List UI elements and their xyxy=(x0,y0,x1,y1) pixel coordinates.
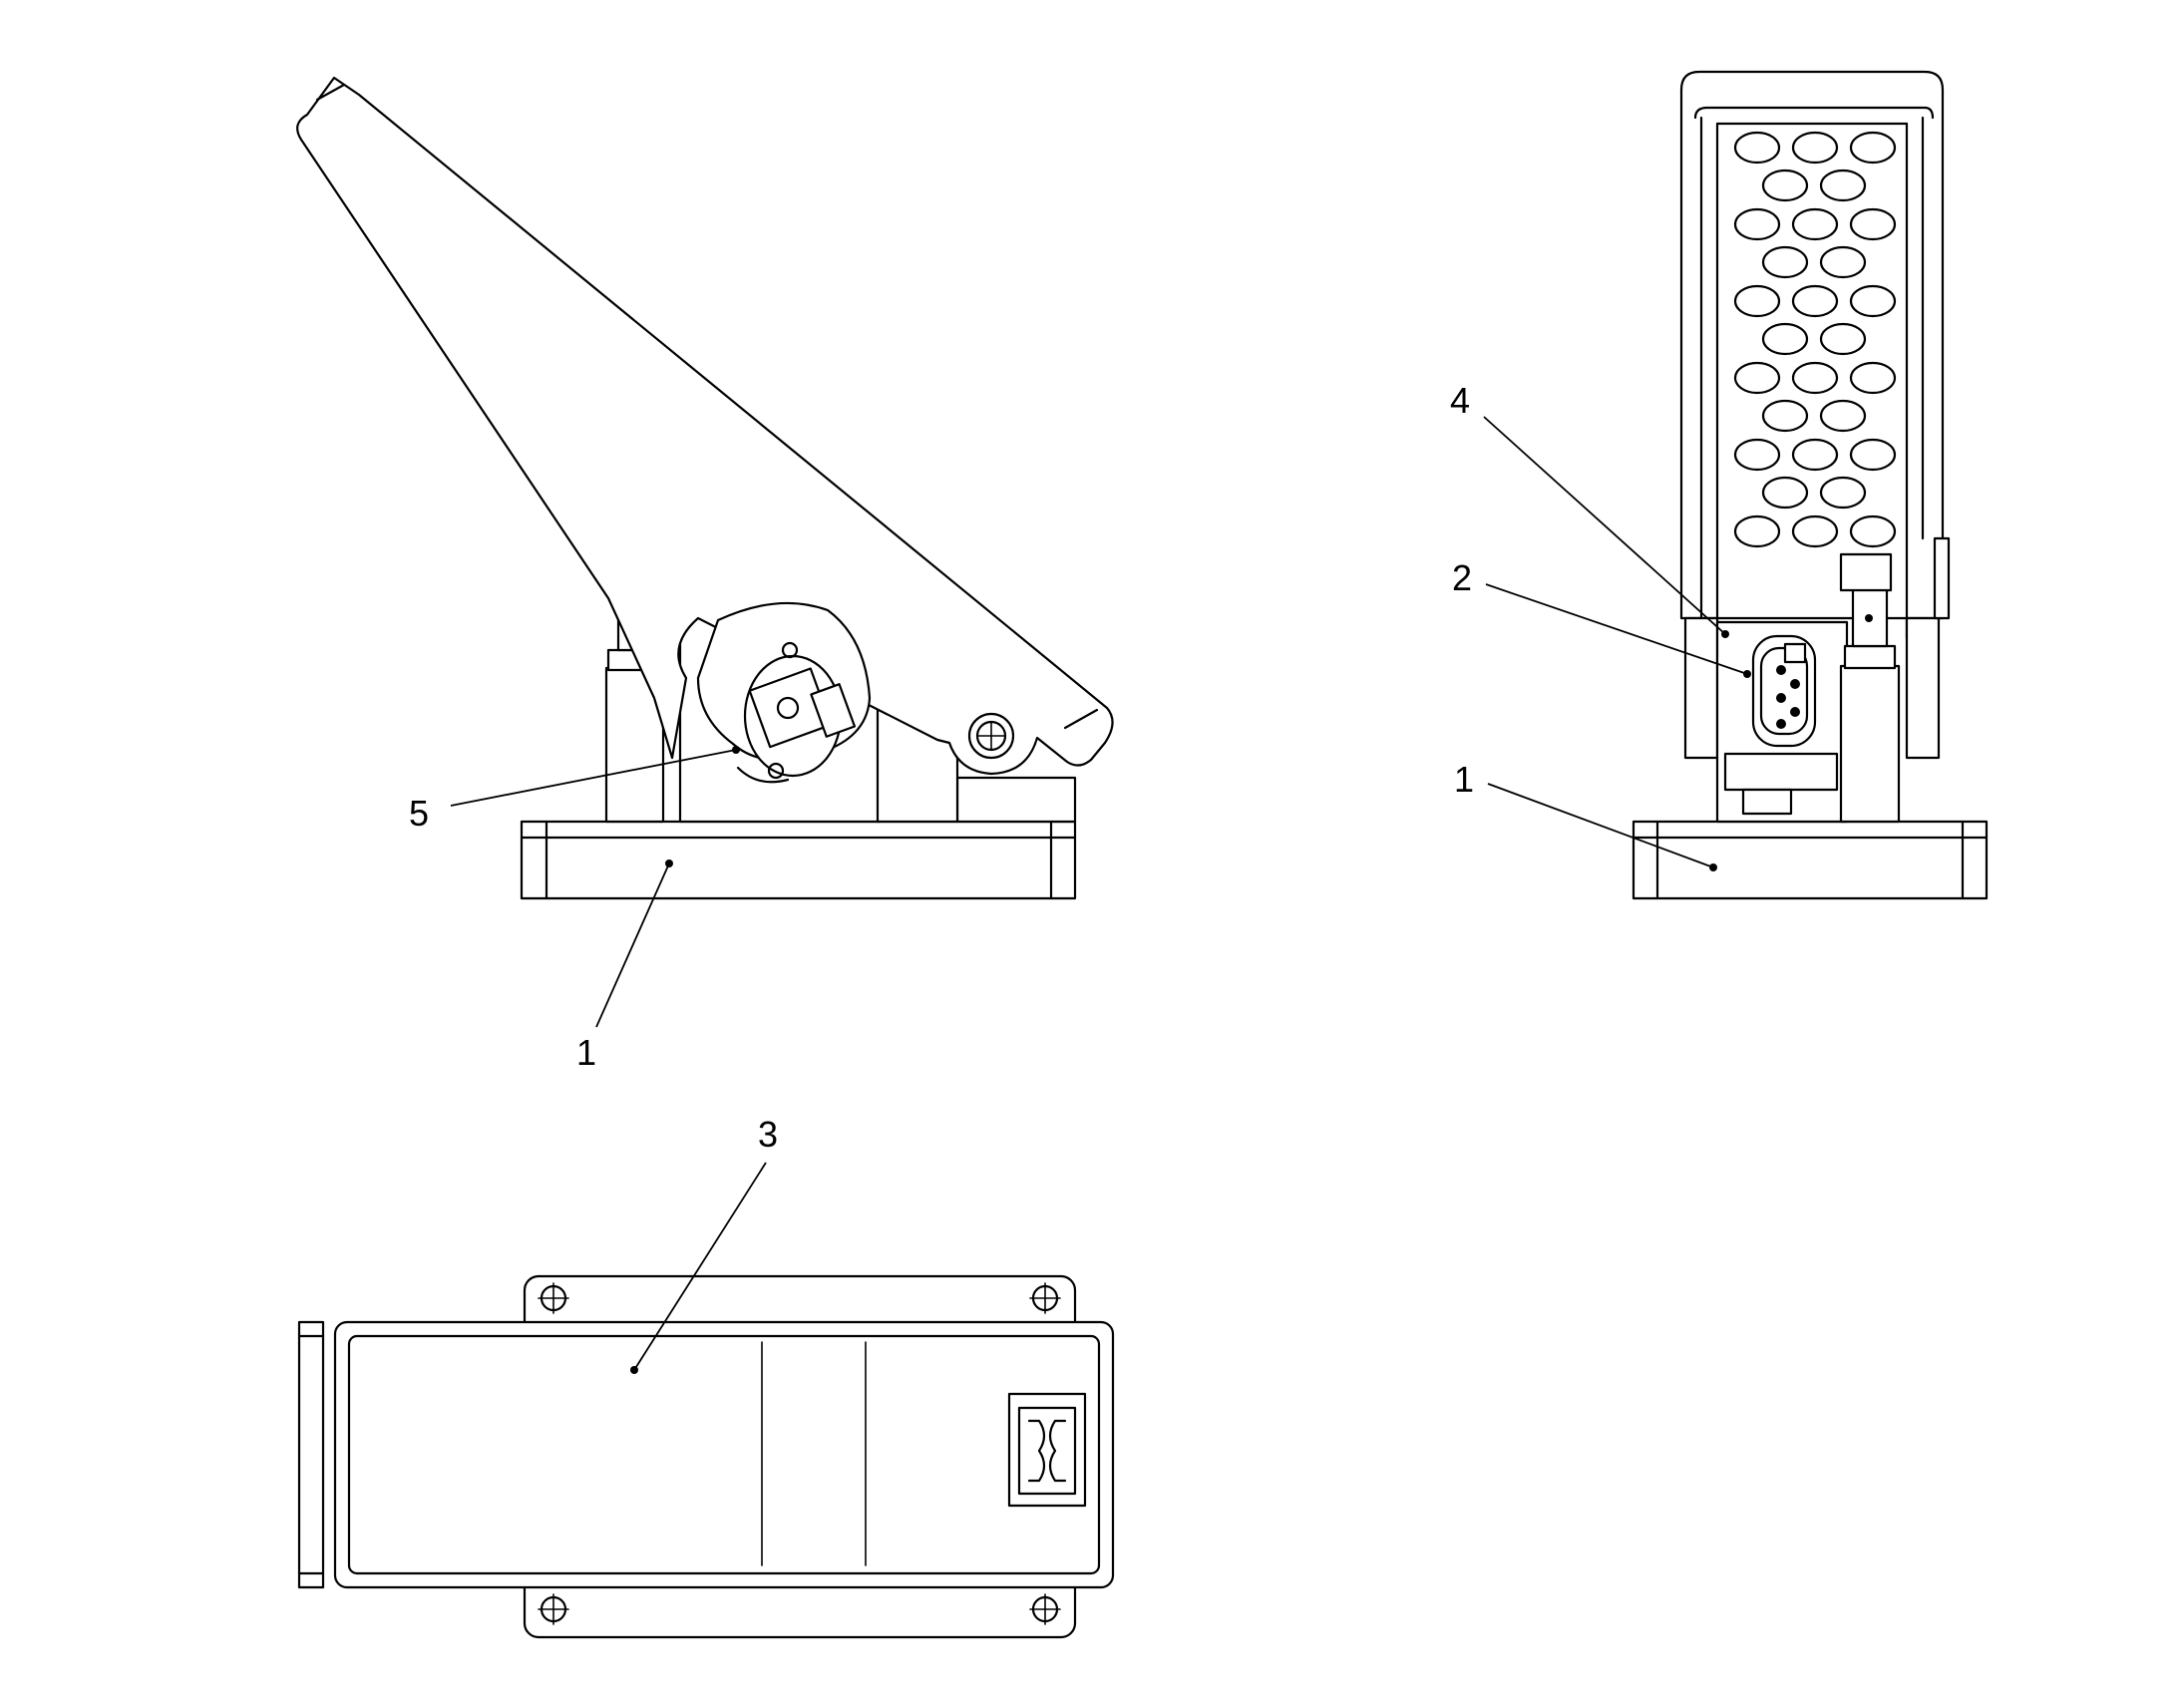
side-view-sensor xyxy=(736,641,857,784)
callout-2-front: 2 xyxy=(1452,557,1751,678)
front-view-base-plate xyxy=(1632,820,1989,900)
tread-slot-inner xyxy=(668,1460,712,1567)
tread-slot-inner xyxy=(405,1460,449,1567)
tread-slot-inner xyxy=(646,1340,690,1446)
tread-slot-inner xyxy=(383,1340,427,1446)
tread-slot-inner xyxy=(580,1460,624,1567)
callout-1-front: 1 xyxy=(1454,759,1717,871)
tread-slot-inner xyxy=(890,1460,933,1567)
tread-slot-inner xyxy=(449,1340,493,1446)
tread-slot-inner xyxy=(690,1460,734,1567)
tread-slot-inner xyxy=(357,1507,383,1567)
tread-slot-inner xyxy=(493,1460,537,1567)
tread-slot-inner xyxy=(999,1460,1009,1480)
tread-slot-inner xyxy=(361,1460,405,1567)
front-view-tread-pattern xyxy=(1733,131,1897,548)
tread-slot-inner xyxy=(558,1460,602,1567)
callout-4-front: 4 xyxy=(1450,380,1729,638)
callout-3-top: 3 xyxy=(630,1114,778,1374)
tread-slot-inner xyxy=(493,1340,537,1446)
tread-slot-inner xyxy=(933,1340,977,1446)
tread-slot-inner xyxy=(624,1460,668,1567)
tread-slot-inner xyxy=(1065,1340,1095,1411)
callout-5-side: 5 xyxy=(409,746,740,834)
tread-slot-inner xyxy=(471,1340,515,1446)
tread-slot-inner xyxy=(868,1340,911,1446)
tread-slot-inner xyxy=(1087,1340,1095,1354)
side-view-pedal-arm xyxy=(296,76,1114,776)
tread-slot-inner xyxy=(427,1340,471,1446)
side-view-base-plate xyxy=(520,820,1077,900)
tread-slot-inner xyxy=(734,1460,764,1532)
tread-slot-inner xyxy=(977,1460,1009,1537)
tread-slot-inner xyxy=(955,1460,999,1567)
tread-slot-inner xyxy=(357,1386,383,1446)
tread-slot-inner xyxy=(646,1460,690,1567)
tread-slot-inner xyxy=(690,1340,734,1446)
callout-label-2: 2 xyxy=(1452,557,1472,598)
callout-label-1-front: 1 xyxy=(1454,759,1474,800)
tread-slot-inner xyxy=(712,1460,756,1567)
top-view-pedal-body xyxy=(297,1320,1115,1589)
front-view-connector xyxy=(1751,634,1817,748)
tread-slot-inner xyxy=(515,1460,558,1567)
tread-slot-inner xyxy=(405,1340,449,1446)
callout-label-1-side: 1 xyxy=(576,1032,596,1073)
callout-label-4: 4 xyxy=(1450,380,1470,421)
tread-slot-inner xyxy=(712,1340,756,1446)
tread-slot-inner xyxy=(868,1460,911,1567)
tread-slot-inner xyxy=(449,1460,493,1567)
top-view-connector-port xyxy=(1007,1392,1087,1508)
front-view: 4 2 1 xyxy=(1450,70,1989,900)
tread-slot-inner xyxy=(558,1340,602,1446)
tread-slot-inner xyxy=(890,1340,933,1446)
side-view: 5 1 xyxy=(296,76,1114,1073)
tread-slot-inner xyxy=(911,1460,955,1567)
callout-label-3: 3 xyxy=(758,1114,778,1155)
tread-slot-inner xyxy=(955,1340,999,1446)
tread-slot-inner xyxy=(911,1340,955,1446)
front-view-pedal-body xyxy=(1679,70,1951,760)
front-view-stop-bolt xyxy=(1839,552,1901,824)
tread-slot-inner xyxy=(668,1340,712,1446)
tread-slot-inner xyxy=(580,1340,624,1446)
tread-slot-inner xyxy=(864,1386,890,1446)
tread-slot-inner xyxy=(383,1460,427,1567)
tread-slot-inner xyxy=(537,1460,580,1567)
tread-slot-inner xyxy=(537,1340,580,1446)
tread-slot-inner xyxy=(471,1460,515,1567)
tread-slot-inner xyxy=(933,1460,977,1567)
callout-label-5: 5 xyxy=(409,793,429,834)
tread-slot-inner xyxy=(864,1507,890,1567)
tread-slot-inner xyxy=(515,1340,558,1446)
tread-slot-inner xyxy=(734,1340,764,1411)
top-view: 3 xyxy=(297,1114,1115,1639)
tread-slot-inner xyxy=(602,1460,646,1567)
tread-slot-inner xyxy=(361,1340,405,1446)
tread-slot-inner xyxy=(602,1340,646,1446)
tread-slot-inner xyxy=(427,1460,471,1567)
callout-1-side: 1 xyxy=(576,859,673,1073)
tread-slot-inner xyxy=(624,1340,668,1446)
